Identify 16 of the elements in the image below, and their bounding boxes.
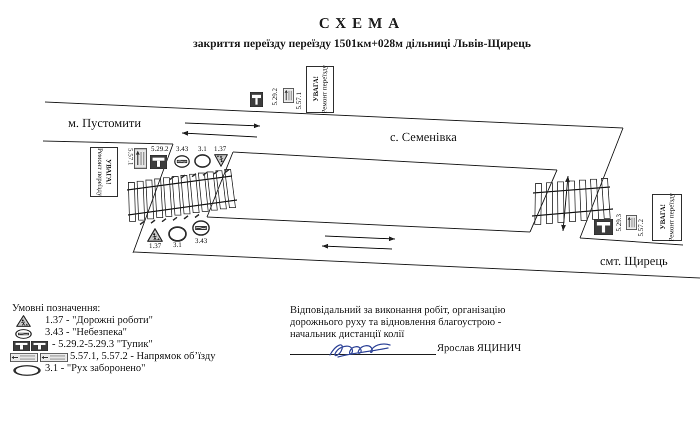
notice-board: [90, 147, 118, 197]
subtitle: закриття переїзду переїзду 1501км+028м дільниці Львів-Щирець: [193, 38, 531, 51]
legend-text: - 5.29.2-5.29.3 "Тупик": [52, 339, 153, 351]
signatory-name: Ярослав ЯЦИНИЧ: [437, 343, 522, 355]
legend-text: 3.1 - "Рух заборонено": [45, 363, 146, 375]
place-name: смт. Щирець: [600, 255, 668, 269]
legend-text: 5.57.1, 5.57.2 - Напрямок об’їзду: [70, 351, 216, 363]
title: СХЕМА: [318, 16, 406, 32]
legend-heading: Умовні позначення:: [12, 303, 100, 315]
legend-text: 1.37 - "Дорожні роботи": [45, 315, 153, 327]
notice-board: [652, 194, 682, 241]
responsibility-note: Відповідальний за виконання робіт, організацію дорожнього руху та відновлення благоустрою - начальник дистанції колії: [290, 305, 506, 341]
place-name: с. Семенівка: [390, 131, 457, 145]
place-name: м. Пустомити: [68, 117, 142, 131]
legend-text: 3.43 - "Небезпека": [45, 327, 127, 339]
notice-board: [306, 66, 334, 113]
